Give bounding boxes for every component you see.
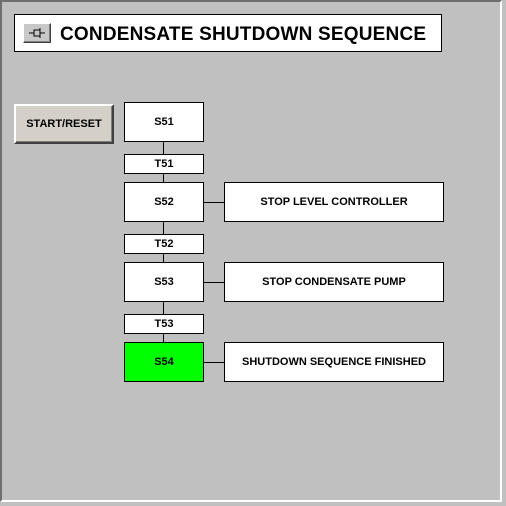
connector-line: [163, 142, 164, 154]
action-stop-level-controller: STOP LEVEL CONTROLLER: [224, 182, 444, 222]
title-bar: CONDENSATE SHUTDOWN SEQUENCE: [14, 14, 442, 52]
step-s51[interactable]: S51: [124, 102, 204, 142]
transition-t53[interactable]: T53: [124, 314, 204, 334]
step-s54[interactable]: S54: [124, 342, 204, 382]
step-s52[interactable]: S52: [124, 182, 204, 222]
start-reset-button[interactable]: START/RESET: [14, 104, 114, 144]
action-connector: [204, 282, 224, 283]
transition-t52[interactable]: T52: [124, 234, 204, 254]
connector-line: [163, 172, 164, 184]
connector-line: [163, 302, 164, 314]
action-shutdown-finished: SHUTDOWN SEQUENCE FINISHED: [224, 342, 444, 382]
step-s53[interactable]: S53: [124, 262, 204, 302]
action-connector: [204, 362, 224, 363]
connector-line: [163, 252, 164, 264]
action-stop-condensate-pump: STOP CONDENSATE PUMP: [224, 262, 444, 302]
transition-t51[interactable]: T51: [124, 154, 204, 174]
action-connector: [204, 202, 224, 203]
connector-line: [163, 222, 164, 234]
connector-line: [163, 332, 164, 344]
page-title: CONDENSATE SHUTDOWN SEQUENCE: [60, 24, 427, 45]
pushpin-icon: [29, 28, 45, 38]
pin-button[interactable]: [23, 23, 51, 43]
